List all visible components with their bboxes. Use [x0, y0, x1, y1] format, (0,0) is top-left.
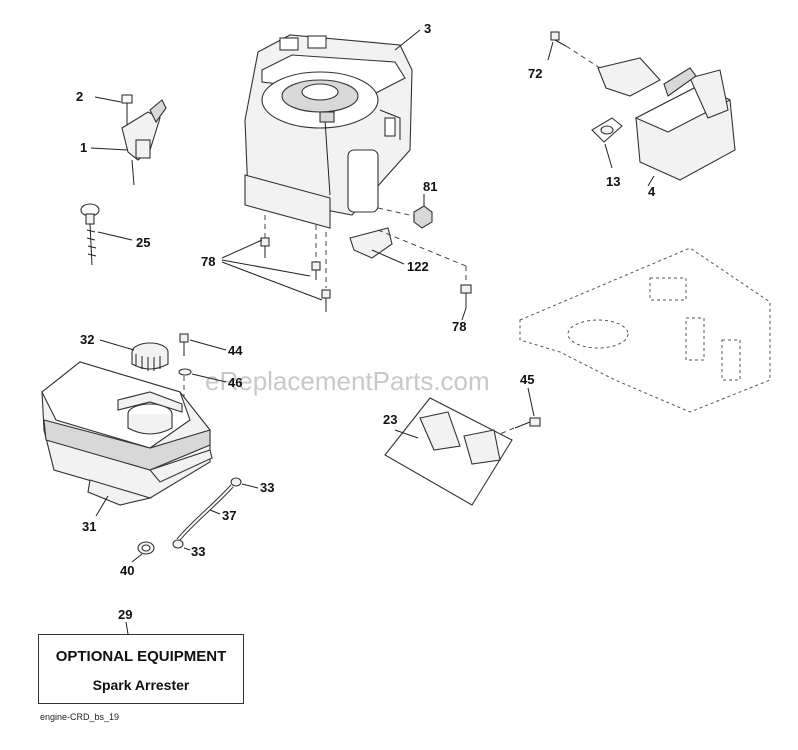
- callout-1: 1: [80, 140, 87, 155]
- optional-equipment-box[interactable]: OPTIONAL EQUIPMENT Spark Arrester: [38, 634, 244, 704]
- callout-3: 3: [424, 21, 431, 36]
- callout-78-left: 78: [201, 254, 215, 269]
- callout-37: 37: [222, 508, 236, 523]
- bolt-part-45[interactable]: [514, 417, 541, 429]
- fuel-tank-part-31[interactable]: [41, 361, 213, 506]
- bolt-part-78b[interactable]: [311, 261, 321, 280]
- shield-plate-part-23[interactable]: [384, 397, 513, 506]
- callout-25: 25: [136, 235, 150, 250]
- bolt-part-78c[interactable]: [321, 289, 331, 312]
- callout-4: 4: [648, 184, 656, 199]
- callout-72: 72: [528, 66, 542, 81]
- callout-33-lower: 33: [191, 544, 205, 559]
- callout-33-upper: 33: [260, 480, 274, 495]
- diagram-code: engine-CRD_bs_19: [40, 712, 119, 722]
- engine-part-3[interactable]: [244, 34, 413, 229]
- spark-arrester-label: Spark Arrester: [92, 677, 190, 693]
- callout-45: 45: [520, 372, 534, 387]
- callout-122: 122: [407, 259, 429, 274]
- optional-equipment-title: OPTIONAL EQUIPMENT: [55, 648, 227, 665]
- callout-78-right: 78: [452, 319, 466, 334]
- callout-31: 31: [82, 519, 96, 534]
- bolt-part-25[interactable]: [80, 203, 100, 266]
- bolt-part-72[interactable]: [550, 31, 567, 47]
- callout-40: 40: [120, 563, 134, 578]
- callout-81: 81: [423, 179, 437, 194]
- fuel-cap-part-32[interactable]: [131, 342, 169, 371]
- washer-part-46[interactable]: [178, 368, 192, 376]
- callout-2: 2: [76, 89, 83, 104]
- watermark-text: eReplacementParts.com: [205, 366, 490, 396]
- nut-part-81[interactable]: [413, 205, 433, 229]
- clamp-part-33a[interactable]: [230, 477, 242, 487]
- callout-23: 23: [383, 412, 397, 427]
- bolt-part-78a[interactable]: [260, 237, 270, 258]
- throttle-control-part[interactable]: [121, 94, 167, 186]
- fuel-line-part-37[interactable]: [176, 484, 234, 542]
- bracket-part-122[interactable]: [349, 227, 393, 259]
- screw-part-44[interactable]: [179, 333, 189, 356]
- callout-44: 44: [228, 343, 243, 358]
- bolt-part-78d[interactable]: [460, 284, 472, 308]
- gasket-part-13[interactable]: [591, 117, 623, 143]
- clamp-part-33b[interactable]: [172, 539, 184, 549]
- callout-32: 32: [80, 332, 94, 347]
- muffler-part-4[interactable]: [597, 57, 736, 181]
- callout-29: 29: [118, 607, 132, 622]
- callout-46: 46: [228, 375, 242, 390]
- callout-13: 13: [606, 174, 620, 189]
- frame-outline: [519, 247, 771, 413]
- grommet-part-40[interactable]: [137, 541, 155, 555]
